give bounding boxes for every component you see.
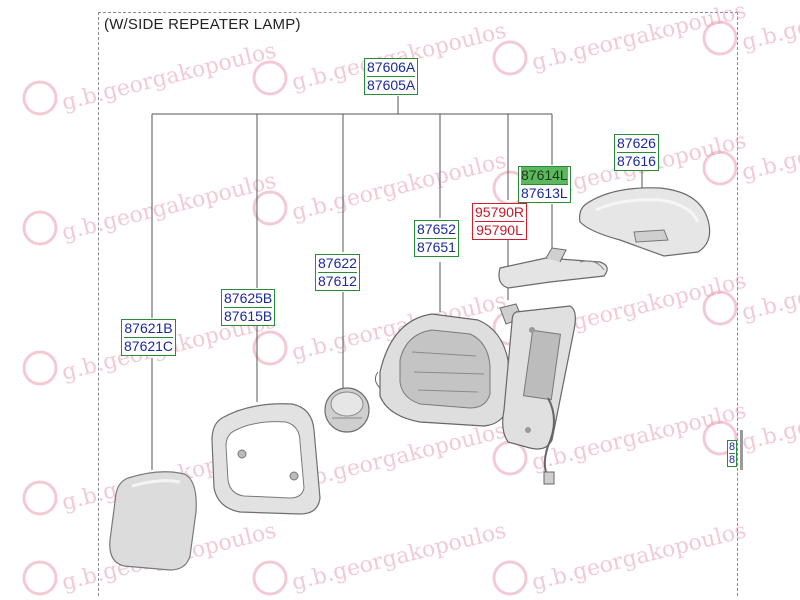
actuator-part bbox=[324, 387, 370, 433]
watermark-mark: g.b.georgakopoulos bbox=[252, 148, 509, 226]
watermark-mark: g.b.georgakopoulos bbox=[492, 0, 749, 76]
watermark-text: g.b.georgakopoulos bbox=[739, 108, 800, 185]
watermark-text: g.b.georgakopoulos bbox=[739, 0, 800, 56]
watermark-text: g.b.georgakopoulos bbox=[529, 518, 748, 595]
callout-line: 87612 bbox=[318, 272, 357, 289]
callout-housing: 87652 87651 bbox=[414, 220, 459, 257]
watermark-text: g.b.georgakopoulos bbox=[289, 518, 508, 595]
callout-line: 95790R bbox=[475, 204, 525, 220]
watermark-mark: g.b.georgakopoulos bbox=[492, 518, 749, 596]
callout-line: 87606A bbox=[367, 59, 416, 75]
mirror-frame-part bbox=[211, 403, 321, 515]
callout-line: 87651 bbox=[417, 238, 456, 255]
callout-line: 87614L bbox=[521, 167, 568, 184]
callout-line: 87605A bbox=[367, 76, 416, 93]
watermark-mark: g.b.georgakopoulos bbox=[22, 38, 279, 116]
watermark-mark: g.b.georgakopoulos bbox=[252, 518, 509, 596]
watermark-text: g.b.georgakopoulos bbox=[529, 0, 748, 76]
callout-mirror-frame: 87625B 87615B bbox=[221, 289, 276, 326]
watermark-text: g.b.georgakopoulos bbox=[739, 378, 800, 455]
repeater-lamp-part bbox=[498, 247, 608, 289]
watermark-mark: g.b.georgakopoulos bbox=[22, 168, 279, 246]
callout-line: 87625B bbox=[224, 290, 273, 306]
watermark-text: g.b.georgakopoulos bbox=[59, 38, 278, 115]
leader-lines bbox=[151, 96, 643, 470]
callout-line: 87615B bbox=[224, 307, 273, 324]
watermark-text: g.b.georgakopoulos bbox=[529, 398, 748, 475]
callout-line: 87613L bbox=[521, 184, 568, 201]
callout-line: 95790L bbox=[475, 221, 525, 238]
callout-line: 8 bbox=[729, 453, 736, 466]
diagram-title: (W/SIDE REPEATER LAMP) bbox=[104, 16, 301, 33]
callout-sensor: 95790R 95790L bbox=[472, 203, 528, 240]
callout-repeater-lamp: 87614L 87613L bbox=[518, 166, 571, 203]
dashed-frame bbox=[98, 12, 738, 596]
side-part bbox=[740, 430, 743, 470]
callout-mirror-assembly: 87606A 87605A bbox=[364, 58, 419, 95]
bracket-part bbox=[502, 305, 576, 485]
callout-mirror-glass: 87621B 87621C bbox=[121, 319, 177, 356]
callout-line: 87621C bbox=[124, 337, 174, 354]
callout-line: 87621B bbox=[124, 320, 173, 336]
callout-cover-cap: 87626 87616 bbox=[614, 134, 659, 171]
callout-line: 87622 bbox=[318, 255, 357, 271]
watermark-text: g.b.georgakopoulos bbox=[739, 248, 800, 325]
callout-line: 87626 bbox=[617, 135, 656, 151]
callout-line: 87616 bbox=[617, 152, 656, 169]
callout-actuator: 87622 87612 bbox=[315, 254, 360, 291]
callout-line: 8 bbox=[729, 441, 736, 453]
watermark-text: g.b.georgakopoulos bbox=[289, 418, 508, 495]
housing-part bbox=[374, 313, 511, 427]
mirror-glass-part bbox=[109, 471, 197, 571]
callout-line: 87652 bbox=[417, 221, 456, 237]
watermark-text: g.b.georgakopoulos bbox=[59, 168, 278, 245]
cover-cap-part bbox=[579, 187, 711, 257]
callout-side-label: 8 8 bbox=[727, 440, 738, 467]
